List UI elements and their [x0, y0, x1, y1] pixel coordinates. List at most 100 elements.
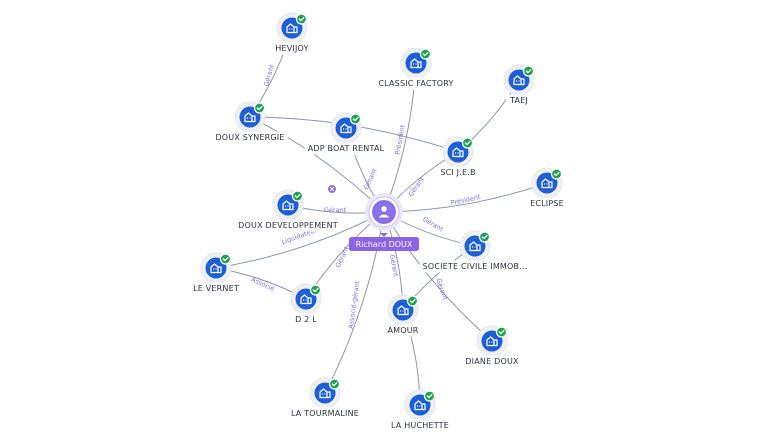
company-circle[interactable] [281, 17, 303, 39]
building-icon [541, 178, 553, 189]
company-label-bg [304, 142, 388, 155]
company-node-sci_immo[interactable]: SOCIETE CIVILE IMMOB... [419, 230, 531, 273]
building-icon [300, 294, 312, 305]
company-label-bg [506, 94, 531, 107]
building-icon [286, 23, 298, 34]
company-label: TAEJ [509, 96, 528, 105]
company-label-bg [527, 197, 567, 210]
company-label: DOUX DEVELOPPEMENT [238, 221, 338, 230]
company-label: LA HUCHETTE [391, 421, 449, 430]
edge-center-diane [383, 211, 493, 342]
company-node-amour[interactable]: AMOUR [384, 294, 422, 337]
company-node-classic[interactable]: CLASSIC FACTORY [375, 47, 457, 90]
edge-label-center-doux_dev: Gérant [324, 206, 347, 214]
company-label: DOUX SYNERGIE [215, 133, 284, 142]
company-node-d2l[interactable]: D 2 L [290, 283, 322, 326]
building-icon [410, 58, 422, 69]
verified-check-icon [219, 253, 232, 265]
company-label-bg [384, 324, 422, 337]
company-circle[interactable] [481, 330, 503, 352]
company-node-doux_synergie[interactable]: DOUX SYNERGIE [212, 101, 288, 144]
company-circle[interactable] [409, 394, 431, 416]
company-label: ECLIPSE [530, 199, 564, 208]
company-circle[interactable] [277, 194, 299, 216]
company-circle[interactable] [447, 141, 469, 163]
edge-label-center-amour: Gérant [388, 254, 400, 278]
company-circle[interactable] [205, 257, 227, 279]
company-node-hevijoy[interactable]: HEVIJOY [272, 12, 312, 55]
edge-label-center-classic: Président [393, 124, 406, 156]
center-node[interactable]: Richard DOUX [349, 193, 419, 251]
building-icon [244, 112, 256, 123]
edge-center-tourmaline [324, 211, 385, 394]
expand-icon [329, 186, 335, 192]
company-node-diane[interactable]: DIANE DOUX [462, 325, 522, 368]
verified-check-icon [295, 13, 308, 25]
edge-label-center-adp: Gérant [362, 167, 379, 191]
company-label: AMOUR [387, 326, 418, 335]
company-node-sci_jeb[interactable]: SCI J.E.B [437, 136, 479, 179]
company-label-bg [212, 131, 288, 144]
company-label: SOCIETE CIVILE IMMOB... [423, 262, 528, 271]
building-icon [513, 75, 525, 86]
building-icon [319, 388, 331, 399]
company-circle[interactable] [405, 52, 427, 74]
center-tag-pointer [380, 233, 388, 237]
company-node-eclipse[interactable]: ECLIPSE [527, 167, 567, 210]
company-label-bg [387, 419, 453, 432]
verified-check-icon [328, 378, 341, 390]
company-label-bg [437, 166, 479, 179]
company-label: DIANE DOUX [465, 357, 519, 366]
company-node-doux_dev[interactable]: DOUX DEVELOPPEMENT [235, 189, 341, 232]
company-label: CLASSIC FACTORY [378, 79, 453, 88]
verified-check-icon [309, 284, 322, 296]
company-label: SCI J.E.B [440, 168, 475, 177]
company-label: LE VERNET [193, 284, 239, 293]
company-label-bg [272, 42, 312, 55]
verified-check-icon [253, 102, 266, 114]
verified-check-icon [419, 48, 432, 60]
verified-check-icon [522, 65, 535, 77]
edge-label-center-sci_immo: Gérant [421, 215, 445, 233]
company-label-bg [292, 313, 321, 326]
edge-label-center-tourmaline: Associé-gérant [347, 280, 362, 329]
company-label-bg [287, 407, 363, 420]
verified-check-icon [406, 295, 419, 307]
company-label-bg [375, 77, 457, 90]
company-node-le_vernet[interactable]: LE VERNET [190, 252, 242, 295]
company-label-bg [235, 219, 341, 232]
company-label-bg [419, 260, 531, 273]
company-node-huchette[interactable]: LA HUCHETTE [387, 389, 453, 432]
company-circle[interactable] [464, 235, 486, 257]
company-circle[interactable] [508, 69, 530, 91]
company-circle[interactable] [536, 172, 558, 194]
company-circle[interactable] [335, 117, 357, 139]
building-icon [414, 400, 426, 411]
edge-label-le_vernet-d2l: Associé [250, 275, 276, 293]
building-icon [340, 123, 352, 134]
building-icon [469, 241, 481, 252]
building-icon [486, 336, 498, 347]
company-circle[interactable] [392, 299, 414, 321]
building-icon [282, 200, 294, 211]
edge-center-le_vernet [215, 211, 385, 269]
verified-check-icon [291, 190, 304, 202]
building-icon [210, 263, 222, 274]
company-label: LA TOURMALINE [291, 409, 359, 418]
center-tag [349, 237, 419, 251]
center-label: Richard DOUX [356, 240, 413, 249]
company-node-tourmaline[interactable]: LA TOURMALINE [287, 377, 363, 420]
company-circle[interactable] [239, 106, 261, 128]
company-node-adp[interactable]: ADP BOAT RENTAL [304, 112, 388, 155]
edge-center-doux_synergie [249, 116, 385, 213]
edge-label-center-diane: Gérant [434, 277, 449, 301]
company-label-bg [462, 355, 522, 368]
company-node-taej[interactable]: TAEJ [503, 64, 535, 107]
person-node[interactable] [372, 200, 396, 224]
person-icon [378, 206, 390, 218]
company-circle[interactable] [314, 382, 336, 404]
company-circle[interactable] [295, 288, 317, 310]
verified-check-icon [349, 113, 362, 125]
nodes-layer: HEVIJOY CLASSIC FACTORY TAEJ DOUX SYNERGIE A… [190, 12, 567, 432]
